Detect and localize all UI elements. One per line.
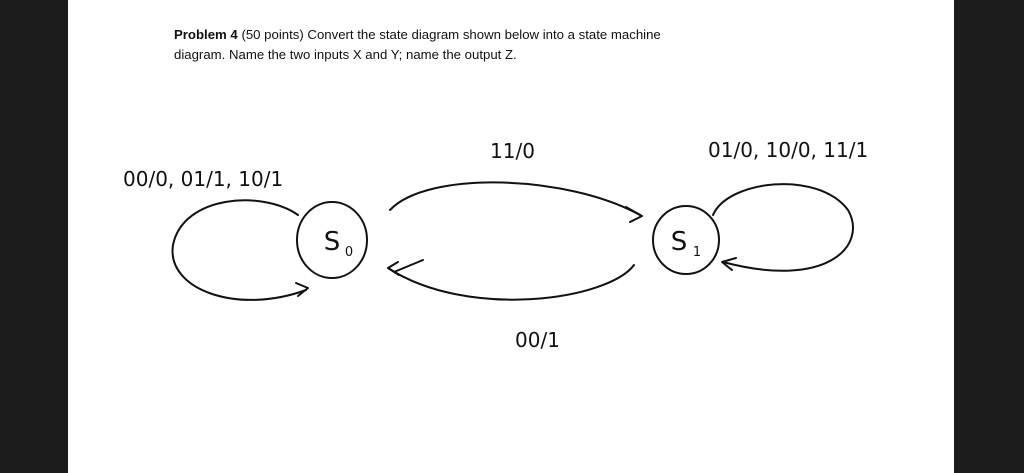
right-dark-margin xyxy=(954,0,1024,473)
s0-self-loop-label: 00/0, 01/1, 10/1 xyxy=(123,167,283,191)
problem-statement: Problem 4 (50 points) Convert the state … xyxy=(174,25,774,65)
s1-to-s0-arrow xyxy=(387,264,635,301)
problem-number: Problem 4 xyxy=(174,27,238,42)
s1-to-s0-arrowhead xyxy=(387,261,400,276)
state-s1-circle xyxy=(652,205,720,275)
left-dark-margin xyxy=(0,0,68,473)
s1-to-s0-label: 00/1 xyxy=(515,328,560,352)
state-s0-subscript: 0 xyxy=(345,245,353,260)
problem-points: (50 points) xyxy=(241,27,304,42)
s0-self-loop-arrowhead xyxy=(295,282,309,297)
state-diagram: S 0 S 1 00/0, 01/1, 10/1 11/0 01/0, 10/0… xyxy=(123,138,868,352)
s0-to-s1-label: 11/0 xyxy=(490,139,535,163)
problem-instruction: Convert the state diagram shown below in… xyxy=(307,27,661,42)
state-s1-subscript: 1 xyxy=(693,245,701,260)
s1-self-loop-arrowhead xyxy=(721,257,737,271)
s0-self-loop-arrow xyxy=(171,199,307,301)
state-s1-name: S xyxy=(671,227,688,257)
s1-self-loop-arrow xyxy=(712,183,854,272)
document-page: Problem 4 (50 points) Convert the state … xyxy=(68,0,954,473)
problem-line-2: diagram. Name the two inputs X and Y; na… xyxy=(174,47,517,62)
state-s0-circle xyxy=(296,201,368,279)
state-s0-name: S xyxy=(324,227,341,257)
s1-self-loop-label: 01/0, 10/0, 11/1 xyxy=(708,138,868,162)
s0-to-s1-arrowhead xyxy=(625,206,643,223)
s1-to-s0-arrow-tail xyxy=(393,259,424,273)
s0-to-s1-arrow xyxy=(389,181,641,216)
problem-line-1: Problem 4 (50 points) Convert the state … xyxy=(174,25,774,45)
